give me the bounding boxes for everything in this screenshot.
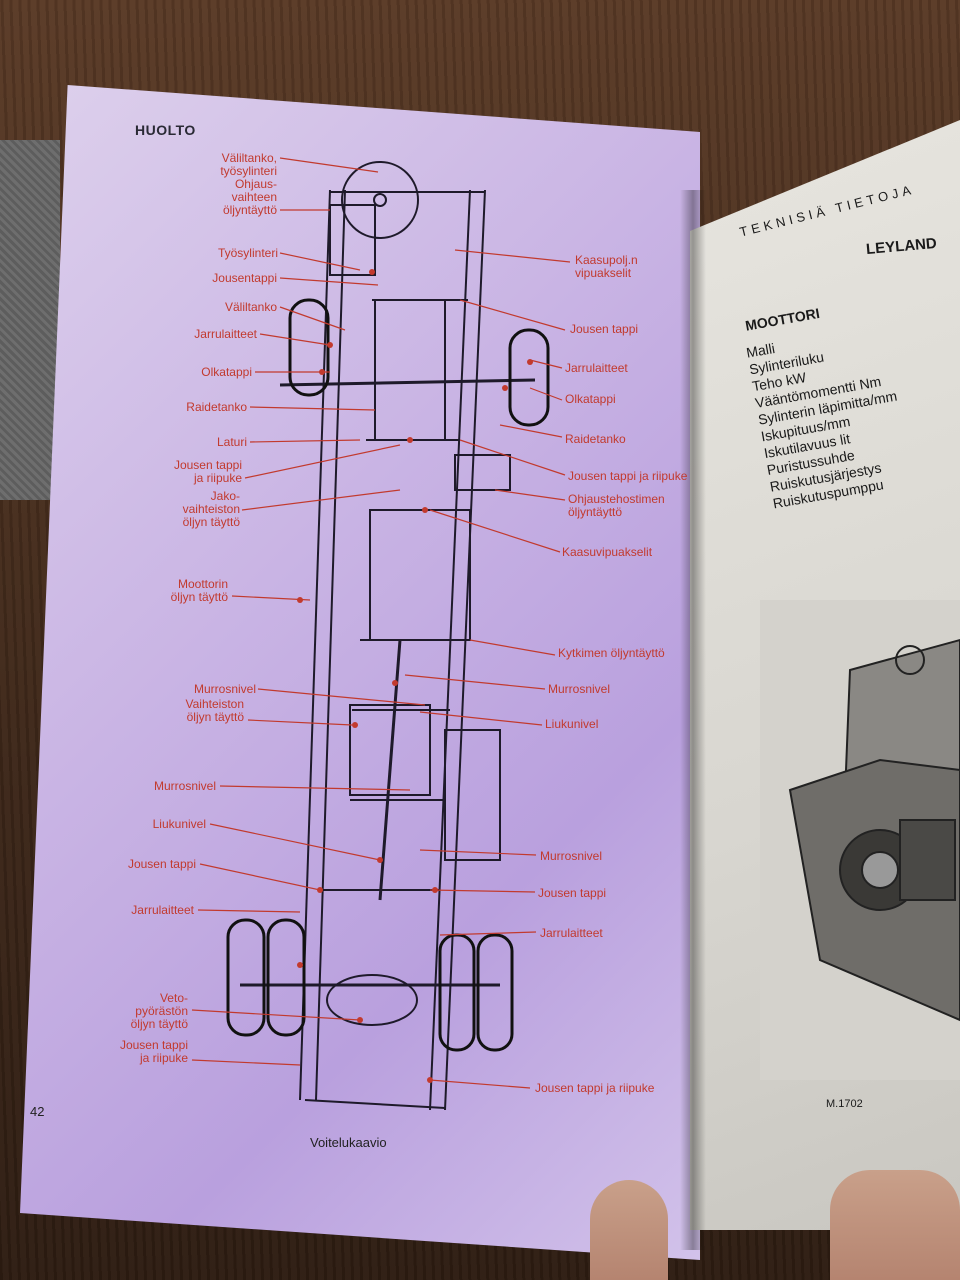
page-header: HUOLTO	[135, 122, 196, 138]
label-jarrulaitteet-r1: Jarrulaitteet	[565, 361, 628, 375]
label-jousen-tappi-riipuke-r1: Jousen tappi ja riipuke	[568, 469, 688, 483]
figure-code: M.1702	[826, 1098, 863, 1110]
label-murrosnivel-r2: Murrosnivel	[540, 849, 603, 863]
label-jousentappi: Jousentappi	[212, 271, 277, 285]
label-jousen-tappi-r2: Jousen tappi	[538, 886, 607, 900]
label-jousen-tappi-riipuke-r2: Jousen tappi ja riipuke	[535, 1081, 655, 1095]
label-jousen-tappi-r1: Jousen tappi	[570, 322, 639, 336]
finger	[830, 1170, 960, 1280]
page-number: 42	[30, 1104, 45, 1119]
label-kytkimen-oljy: Kytkimen öljyntäyttö	[558, 646, 665, 660]
spec-list: Malli Sylinteriluku Teho kW Vääntömoment…	[745, 321, 913, 513]
label-olkatappi-r: Olkatappi	[565, 392, 616, 406]
book-spine	[680, 190, 706, 1250]
label-jarrulaitteet-front: Jarrulaitteet	[194, 327, 257, 341]
label-tyosylinteri: Työsylinteri	[217, 246, 278, 260]
label-liukunivel-r: Liukunivel	[545, 717, 599, 731]
fabric-corner	[0, 140, 60, 500]
label-valitanko: Väliltanko	[224, 300, 277, 314]
left-page	[20, 85, 700, 1260]
label-olkatappi: Olkatappi	[201, 365, 252, 379]
label-murrosnivel-1: Murrosnivel	[193, 682, 256, 696]
engine-photo	[760, 600, 960, 1080]
label-raidetanko: Raidetanko	[186, 400, 247, 414]
label-murrosnivel-r1: Murrosnivel	[548, 682, 611, 696]
label-jarrulaitteet-rear: Jarrulaitteet	[131, 903, 194, 917]
label-raidetanko-r: Raidetanko	[565, 432, 626, 446]
diagram-caption: Voitelukaavio	[310, 1135, 387, 1150]
label-kaasuvipuakselit: Kaasuvipuakselit	[562, 545, 653, 559]
thumb	[590, 1180, 668, 1280]
label-liukunivel: Liukunivel	[152, 817, 206, 831]
label-jousen-tappi-rear: Jousen tappi	[127, 857, 196, 871]
label-laturi: Laturi	[216, 435, 247, 449]
label-murrosnivel-2: Murrosnivel	[153, 779, 216, 793]
label-jarrulaitteet-r2: Jarrulaitteet	[540, 926, 603, 940]
